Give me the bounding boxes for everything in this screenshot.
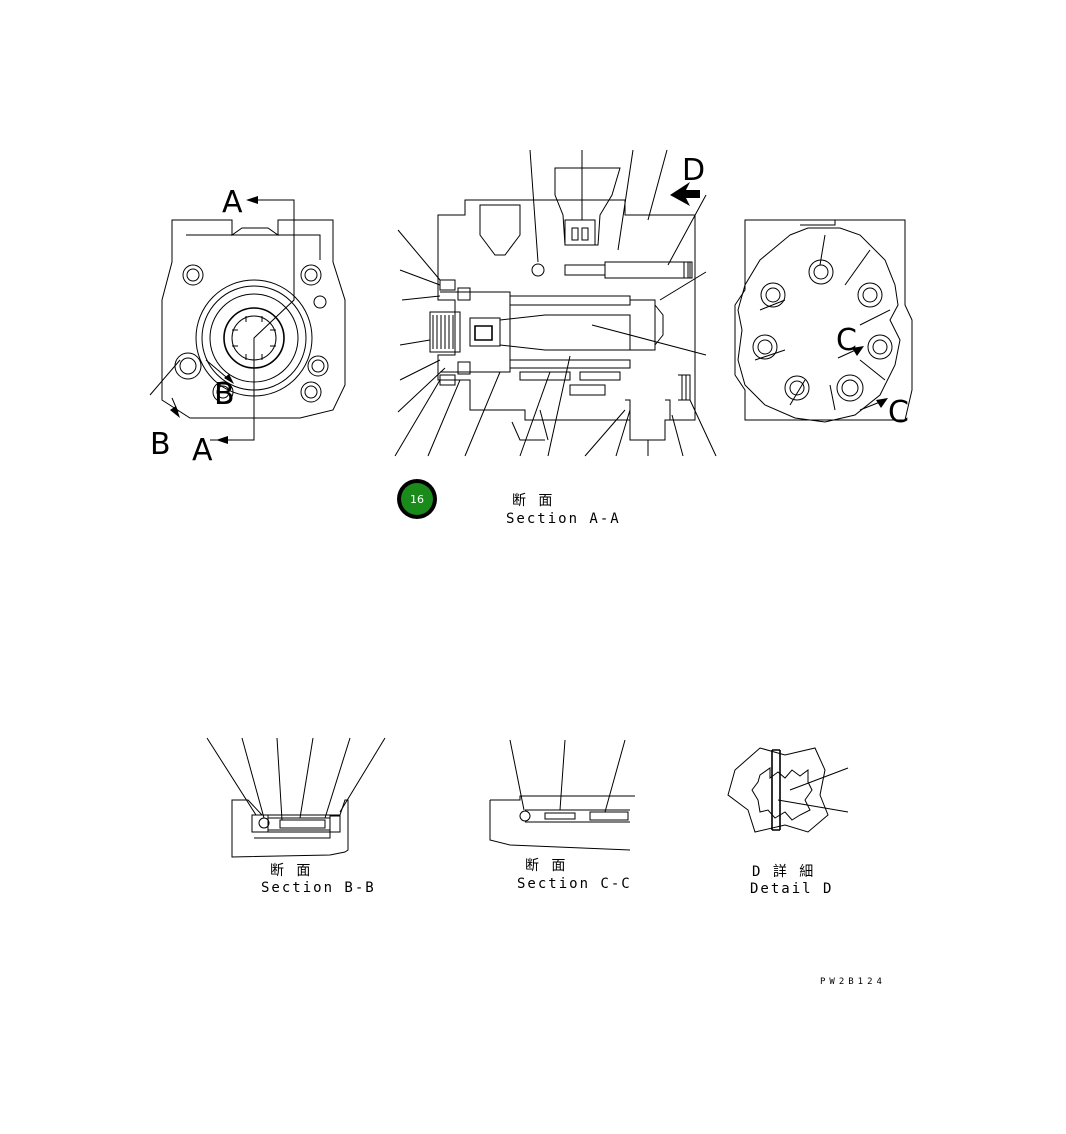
detail-d-marker: D [682, 153, 705, 188]
detail-d-caption-en: Detail D [750, 881, 833, 897]
section-b-b-view: 断 面 Section B-B [206, 737, 386, 896]
cut-label-a-top: A [222, 185, 243, 220]
section-a-caption-en: Section A-A [506, 511, 621, 527]
cut-label-c: C [888, 395, 909, 430]
cut-label-a-bottom: A [192, 433, 213, 468]
callout-badge[interactable]: 16 [397, 479, 437, 519]
front-view: A B B A [149, 185, 346, 468]
cut-label-b: B [150, 427, 171, 462]
section-a-caption-jp: 断 面 [512, 493, 554, 509]
drawing-code: PW2B124 [820, 977, 886, 987]
section-c-caption-jp: 断 面 [525, 858, 567, 874]
detail-d-caption-jp: D 詳 細 [752, 864, 815, 880]
cut-mark-b: B [214, 377, 235, 412]
callout-number: 16 [410, 493, 424, 506]
detail-d-view: D 詳 細 Detail D [727, 747, 849, 897]
section-c-caption-en: Section C-C [517, 876, 632, 892]
section-c-c-view: 断 面 Section C-C [489, 739, 635, 892]
section-b-caption-en: Section B-B [261, 880, 376, 896]
section-b-caption-jp: 断 面 [270, 863, 312, 879]
mark-c: C [836, 323, 857, 358]
section-a-a-view: D 16 断 面 Section A-A [394, 149, 717, 527]
rear-view: C C [734, 219, 913, 430]
